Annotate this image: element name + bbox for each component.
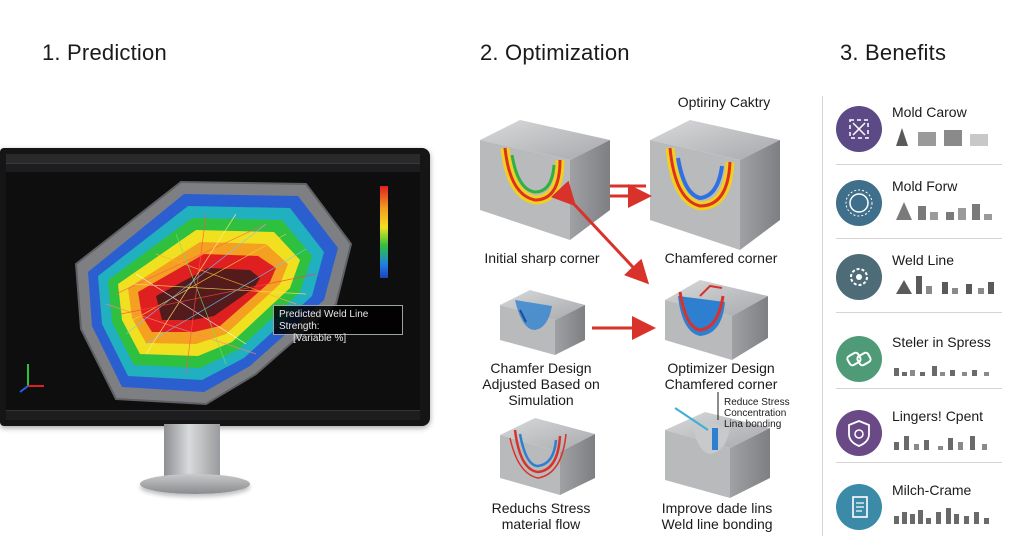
benefit-separator <box>836 164 1002 165</box>
block-improve-weld-line <box>665 392 770 498</box>
callout-line-1: Predicted Weld Line Strength: <box>279 309 369 332</box>
monitor-stand-base <box>140 474 250 494</box>
benefit-item-2: Mold Forw <box>836 174 1006 244</box>
benefit-separator <box>836 462 1002 463</box>
benefit-mini-chart <box>896 128 988 146</box>
benefit-label: Weld Line <box>892 252 955 268</box>
block-reduce-stress <box>500 418 595 495</box>
app-statusbar <box>6 410 420 420</box>
sun-icon <box>836 180 882 226</box>
benefit-separator <box>836 238 1002 239</box>
app-menubar <box>6 154 420 164</box>
monitor-stand-neck <box>164 424 220 478</box>
label-optimizer-design: Optimizer Design Chamfered corner <box>664 360 778 392</box>
benefit-item-5: Lingers! Cpent <box>836 404 1006 474</box>
callout-line-2: [Variable %] <box>293 333 347 344</box>
note-reduce-stress: Reduce Stress Concentration Lina bonding <box>724 397 790 430</box>
benefit-mini-chart <box>894 366 989 376</box>
app-toolbar <box>6 164 420 172</box>
document-icon <box>836 484 882 530</box>
color-legend-bar <box>380 186 388 278</box>
benefit-label: Steler in Spress <box>892 334 991 350</box>
benefit-mini-chart <box>894 508 989 524</box>
weld-strength-callout: Predicted Weld Line Strength: [Variable … <box>273 305 403 344</box>
benefit-item-1: Mold Carow <box>836 100 1006 170</box>
benefit-label: Lingers! Cpent <box>892 408 984 424</box>
block-optimizer-design <box>665 280 768 360</box>
benefit-mini-chart <box>894 436 987 450</box>
shield-icon <box>836 410 882 456</box>
benefit-separator <box>836 312 1002 313</box>
benefit-separator <box>836 388 1002 389</box>
optimization-diagram <box>480 120 780 498</box>
label-initial-sharp-corner: Initial sharp corner <box>484 250 600 266</box>
block-chamfered-corner <box>650 120 780 250</box>
block-initial-sharp-corner <box>480 120 610 240</box>
label-top-right-title: Optiriny Caktry <box>677 94 771 110</box>
benefit-label: Milch-Crame <box>892 482 972 498</box>
chain-icon <box>836 336 882 382</box>
section-title-optimization: 2. Optimization <box>480 40 630 65</box>
benefit-mini-chart <box>896 276 994 294</box>
label-reduce-stress: Reduchs Stress material flow <box>491 500 591 532</box>
section-title-benefits: 3. Benefits <box>840 40 947 65</box>
simulation-screen <box>6 154 420 420</box>
simulation-render <box>19 180 388 406</box>
gear-icon <box>836 254 882 300</box>
crosshair-icon <box>836 106 882 152</box>
monitor <box>0 148 430 426</box>
block-chamfer-design <box>500 290 585 355</box>
label-chamfer-design: Chamfer Design Adjusted Based on Simulat… <box>482 360 600 408</box>
benefit-item-6: Milch-Crame <box>836 478 1006 548</box>
label-improve-weld-line: Improve dade lins Weld line bonding <box>661 500 773 532</box>
section-title-prediction: 1. Prediction <box>42 40 167 65</box>
benefit-item-4: Steler in Spress <box>836 330 1006 400</box>
benefit-item-3: Weld Line <box>836 248 1006 318</box>
axis-triad <box>19 364 44 393</box>
benefit-label: Mold Forw <box>892 178 958 194</box>
benefit-label: Mold Carow <box>892 104 967 120</box>
benefit-mini-chart <box>896 202 992 220</box>
benefits-divider <box>822 96 823 536</box>
label-chamfered-corner: Chamfered corner <box>664 250 778 266</box>
